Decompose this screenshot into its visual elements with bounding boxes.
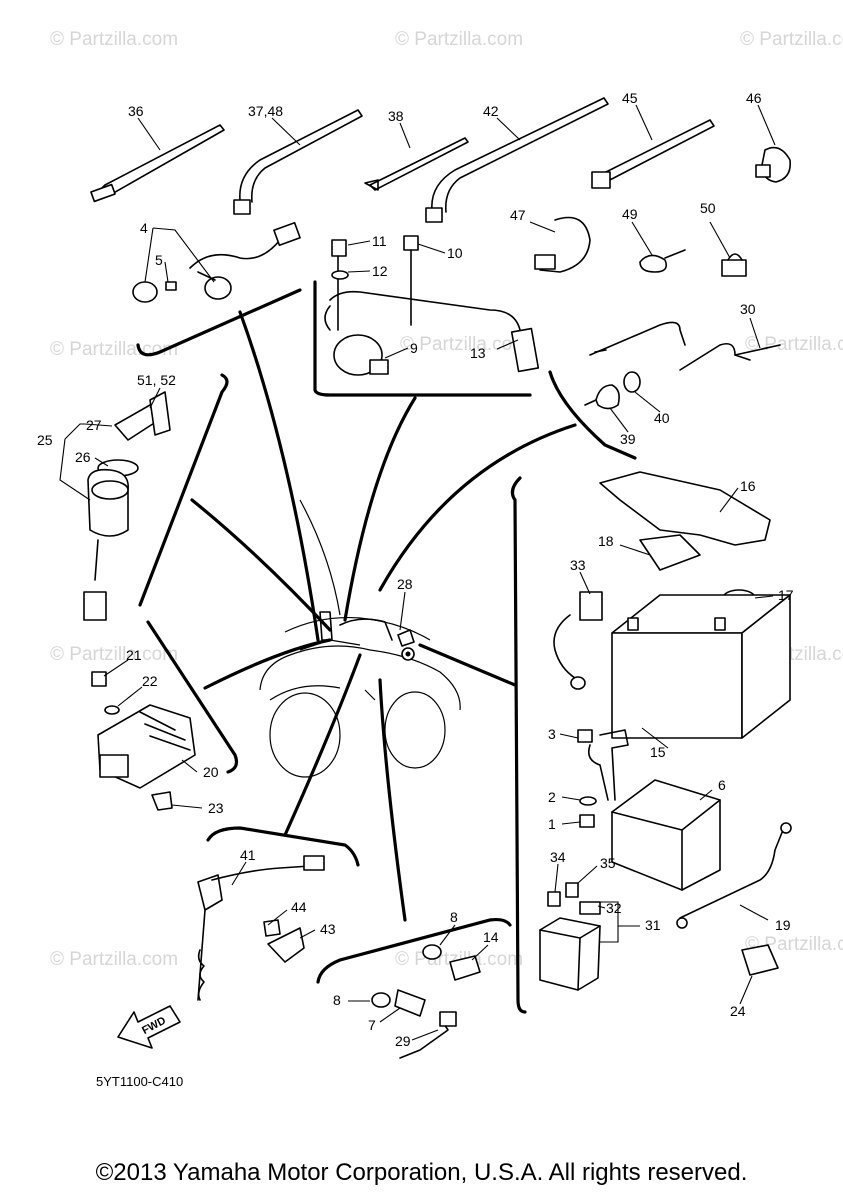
watermark: © Partzilla.com: [50, 644, 178, 665]
callout-34: 34: [550, 849, 566, 865]
ecu-group: [577, 729, 721, 891]
battery-group: [553, 471, 791, 739]
diagram-code: 5YT1100-C410: [96, 1074, 183, 1089]
callout-9: 9: [410, 340, 418, 356]
callout-23: 23: [208, 800, 224, 816]
callout-17: 17: [778, 587, 794, 603]
wire-harness: [132, 221, 301, 303]
callouts: 36 37,48 38 42 45 46 4 5 11 12 10 9 13 4…: [37, 90, 794, 1049]
callout-13: 13: [470, 345, 486, 361]
callout-24: 24: [730, 1003, 746, 1019]
watermarks: © Partzilla.com © Partzilla.com © Partzi…: [50, 29, 843, 970]
callout-40: 40: [654, 410, 670, 426]
callout-38: 38: [388, 108, 404, 124]
callout-16: 16: [740, 478, 756, 494]
copyright-notice: ©2013 Yamaha Motor Corporation, U.S.A. A…: [95, 1159, 748, 1186]
callout-18: 18: [598, 533, 614, 549]
callout-35: 35: [600, 855, 616, 871]
watermark: © Partzilla.com: [50, 339, 178, 360]
leader-lines: [59, 104, 776, 1041]
callout-49: 49: [622, 206, 638, 222]
callout-3: 3: [548, 726, 556, 742]
starter-relay-group: [539, 882, 779, 991]
callout-50: 50: [700, 200, 716, 216]
group-brackets: [136, 280, 637, 1014]
callout-7: 7: [368, 1017, 376, 1033]
callout-5: 5: [155, 252, 163, 268]
connector-lines: [190, 310, 577, 922]
callout-1: 1: [548, 816, 556, 832]
callout-19: 19: [775, 917, 791, 933]
watermark: © Partzilla.com: [400, 334, 528, 355]
atv-outline: [259, 611, 461, 778]
callout-27: 27: [86, 417, 102, 433]
callout-47: 47: [510, 207, 526, 223]
watermark: © Partzilla.com: [395, 29, 523, 50]
callout-39: 39: [620, 431, 636, 447]
cable-ties: [90, 97, 792, 223]
callout-51-52: 51, 52: [137, 372, 176, 388]
callout-37-48: 37,48: [248, 103, 283, 119]
callout-2: 2: [548, 789, 556, 805]
callout-28: 28: [397, 576, 413, 592]
clamps: [534, 216, 747, 277]
watermark: © Partzilla.com: [740, 29, 843, 50]
rectifier-regulator: [91, 671, 196, 811]
callout-11: 11: [372, 233, 387, 249]
sensor-group-lower: [371, 944, 481, 1059]
watermark: © Partzilla.com: [745, 334, 843, 355]
callout-44: 44: [291, 899, 307, 915]
ignition-coil: [324, 235, 540, 376]
callout-32: 32: [606, 900, 622, 916]
callout-10: 10: [447, 245, 463, 261]
watermark: © Partzilla.com: [50, 29, 178, 50]
callout-21: 21: [126, 647, 142, 663]
neutral-switch-group: [197, 855, 325, 1001]
callout-42: 42: [483, 103, 499, 119]
callout-4: 4: [140, 220, 148, 236]
callout-8-upper: 8: [450, 909, 458, 925]
callout-33: 33: [570, 557, 586, 573]
watermark: © Partzilla.com: [50, 949, 178, 970]
callout-46: 46: [746, 90, 762, 106]
callout-6: 6: [718, 777, 726, 793]
callout-41: 41: [240, 847, 256, 863]
callout-20: 20: [203, 764, 219, 780]
callout-12: 12: [372, 263, 388, 279]
callout-26: 26: [75, 449, 91, 465]
callout-8-lower: 8: [333, 992, 341, 1008]
callout-29: 29: [395, 1033, 411, 1049]
callout-31: 31: [645, 917, 661, 933]
callout-22: 22: [142, 673, 158, 689]
callout-45: 45: [622, 90, 638, 106]
callout-30: 30: [740, 301, 756, 317]
callout-15: 15: [650, 744, 666, 760]
callout-25: 25: [37, 432, 53, 448]
battery-cable: [676, 822, 792, 929]
callout-43: 43: [320, 921, 336, 937]
fwd-arrow: FWD: [117, 1005, 181, 1049]
sensors: [584, 321, 781, 410]
callout-36: 36: [128, 103, 144, 119]
main-switch: [83, 391, 171, 621]
callout-14: 14: [483, 929, 499, 945]
